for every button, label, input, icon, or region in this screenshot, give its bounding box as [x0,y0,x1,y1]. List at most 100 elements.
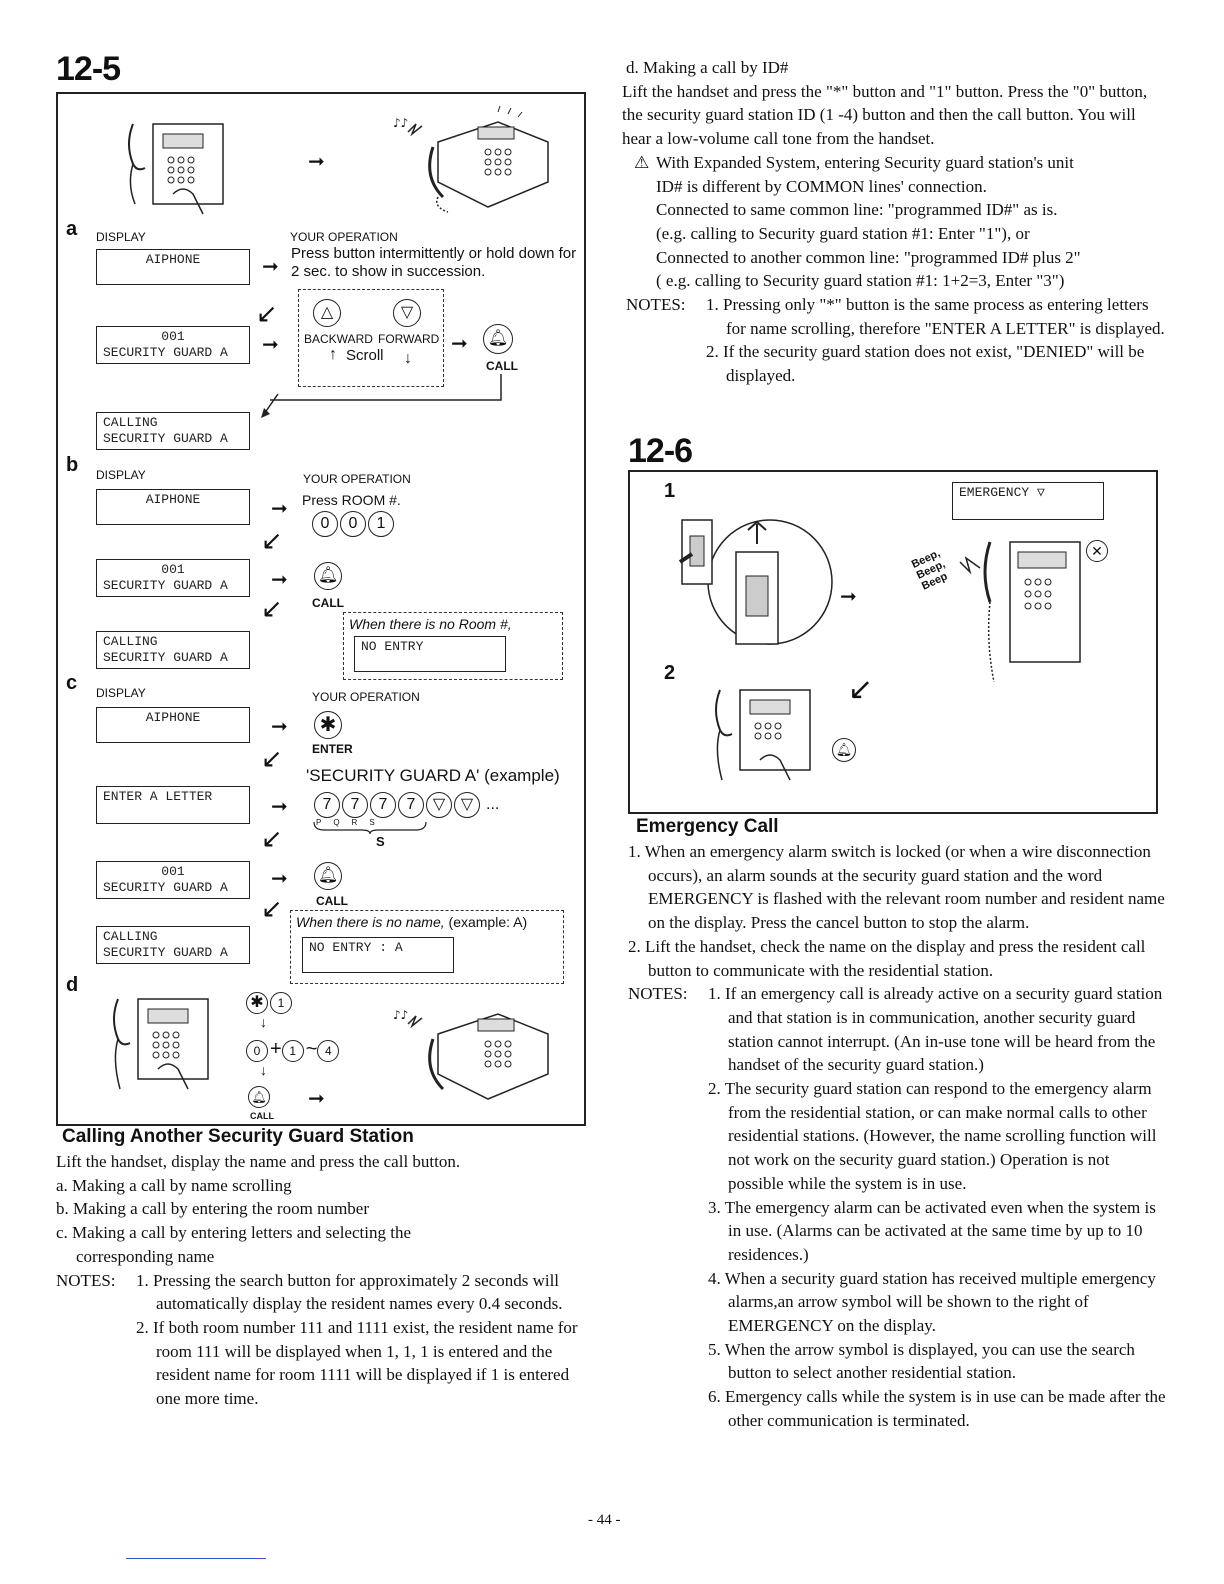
d-para: Lift the handset and press the "*" butto… [622,81,1148,149]
warning-line-2: ID# is different by COMMON lines' connec… [656,176,987,196]
right-arrow: ➞ [271,714,288,738]
right-arrow: ➞ [451,331,468,355]
digit-0-button[interactable]: 0 [246,1040,268,1062]
no-room-note: When there is no Room #, [349,616,512,632]
desk-phone-illustration: ♪♪ [393,105,549,213]
section-number-12-6: 12-6 [628,432,693,470]
up-arrow-icon: ↑ [329,346,337,363]
lcd-aiphone-b: AIPHONE [96,489,250,525]
star-enter-button[interactable]: ✱ [314,711,344,739]
right-arrow: ➞ [308,149,325,173]
notes-label: NOTES: [626,295,686,315]
down-left-arrow: ↙ [261,824,283,854]
security-station-illustration [715,689,811,781]
call-bell-icon[interactable]: 🔔︎ [832,738,858,762]
key-7-pqrs-button[interactable]: 7 [398,792,424,818]
right-arrow: ➞ [840,584,857,608]
fig-step-2: 2 [664,662,676,684]
digit-0-button[interactable]: 0 [312,511,338,537]
no-name-note: When there is no name, [296,914,445,930]
operation-label-b: YOUR OPERATION [303,472,411,486]
intro-text: Lift the handset, display the name and p… [56,1152,461,1171]
forward-triangle-icon[interactable]: ▽ [454,792,480,818]
right-arrow: ➞ [271,496,288,520]
key-7-pqrs-button[interactable]: 7 [342,792,368,818]
emergency-note-6: 6. Emergency calls while the system is i… [708,1387,1166,1430]
lcd-no-entry-b: NO ENTRY [354,636,506,672]
warning-line-5: Connected to another common line: "progr… [656,247,1081,267]
call-label-b: CALL [312,596,344,610]
warning-block: ⚠︎ With Expanded System, entering Securi… [626,151,1166,293]
instruction-a: Press button intermittently or hold down… [291,245,577,280]
emergency-note-5: 5. When the arrow symbol is displayed, y… [708,1339,1135,1383]
instruction-b: Press ROOM #. [302,492,401,508]
pqrs-sublabel: PQRS [316,818,387,827]
operation-label-c: YOUR OPERATION [312,690,420,704]
warning-line-1: With Expanded System, entering Security … [656,152,1074,172]
plus-sign: + [270,1038,282,1060]
no-room-box [343,612,563,680]
item-a: a. Making a call by name scrolling [56,1175,292,1195]
tilde-sign: ~ [305,1038,318,1060]
call-bell-icon[interactable]: 🔔︎ [314,862,344,890]
call-bell-icon[interactable]: 🔔︎ [483,324,515,354]
down-left-arrow: ↙ [261,744,283,774]
panel-d-letter: d [66,974,79,996]
digit-4-button[interactable]: 4 [317,1040,340,1062]
right-arrow: ➞ [308,1086,325,1110]
s-label: S [376,834,385,849]
down-arrow-icon: ↓ [260,1064,267,1079]
notes-label: NOTES: [628,984,688,1004]
call-bell-icon[interactable]: 🔔︎ [314,562,344,590]
example-text: 'SECURITY GUARD A' (example) [306,766,560,785]
digit-1-button[interactable]: 1 [281,1040,304,1062]
right-arrow: ➞ [271,794,288,818]
forward-triangle-icon[interactable]: ▽ [426,792,452,818]
star-button[interactable]: ✱ [246,992,268,1014]
scroll-label: Scroll [346,347,384,364]
forward-triangle-icon[interactable]: ▽ [393,299,423,327]
d-note-2: 2. If the security guard station does no… [706,342,1145,386]
figure-panel-12-5: ➞ ♪♪ a DISPLAY YOUR OPERATION AIPHONE ➞ … [56,92,586,1126]
call-label-a: CALL [486,359,518,373]
brace [313,821,427,835]
display-label-a: DISPLAY [96,230,146,244]
no-name-example: (example: A) [448,914,528,930]
emergency-step-2: 2. Lift the handset, check the name on t… [628,936,1146,980]
right-top-body: d. Making a call by ID# Lift the handset… [622,56,1166,388]
digit-0-button[interactable]: 0 [340,511,366,537]
calling-heading: Calling Another Security Guard Station [62,1126,414,1147]
cancel-button-icon[interactable]: ✕ [1086,540,1110,562]
fig-step-1: 1 [664,480,676,502]
page-number: - 44 - [588,1512,621,1528]
security-station-illustration [113,998,209,1090]
lcd-no-entry-c: NO ENTRY : A [302,937,454,973]
emergency-note-3: 3. The emergency alarm can be activated … [708,1197,1156,1264]
down-left-arrow: ↙ [848,672,874,707]
forward-label: FORWARD [378,332,440,346]
section-number-12-5: 12-5 [56,50,121,88]
star-one-keys: ✱1 [246,992,294,1014]
call-bell-icon[interactable]: 🔔︎ [248,1086,272,1108]
down-arrow-icon: ↓ [404,350,412,367]
backward-triangle-icon[interactable]: △ [313,299,343,327]
d-note-1: 1. Pressing only "*" button is the same … [706,295,1165,338]
note-2: 2. If both room number 111 and 1111 exis… [136,1317,578,1409]
digit-1-button[interactable]: 1 [270,992,292,1014]
down-left-arrow: ↙ [256,299,278,329]
panel-b-letter: b [66,454,79,476]
warning-line-4: (e.g. calling to Security guard station … [656,223,1030,243]
svg-text:♪♪: ♪♪ [393,116,408,130]
backward-label: BACKWARD [304,332,373,346]
key-7-pqrs-button[interactable]: 7 [370,792,396,818]
key-7-pqrs-button[interactable]: 7 [314,792,340,818]
warning-line-6: ( e.g. calling to Security guard station… [656,271,1065,291]
alarm-switch-illustration [678,519,833,645]
call-label-c: CALL [316,894,348,908]
emergency-note-1: 1. If an emergency call is already activ… [708,984,1163,1075]
call-label-d: CALL [250,1111,274,1121]
item-c-cont: corresponding name [76,1246,215,1266]
digit-1-button[interactable]: 1 [368,511,394,537]
